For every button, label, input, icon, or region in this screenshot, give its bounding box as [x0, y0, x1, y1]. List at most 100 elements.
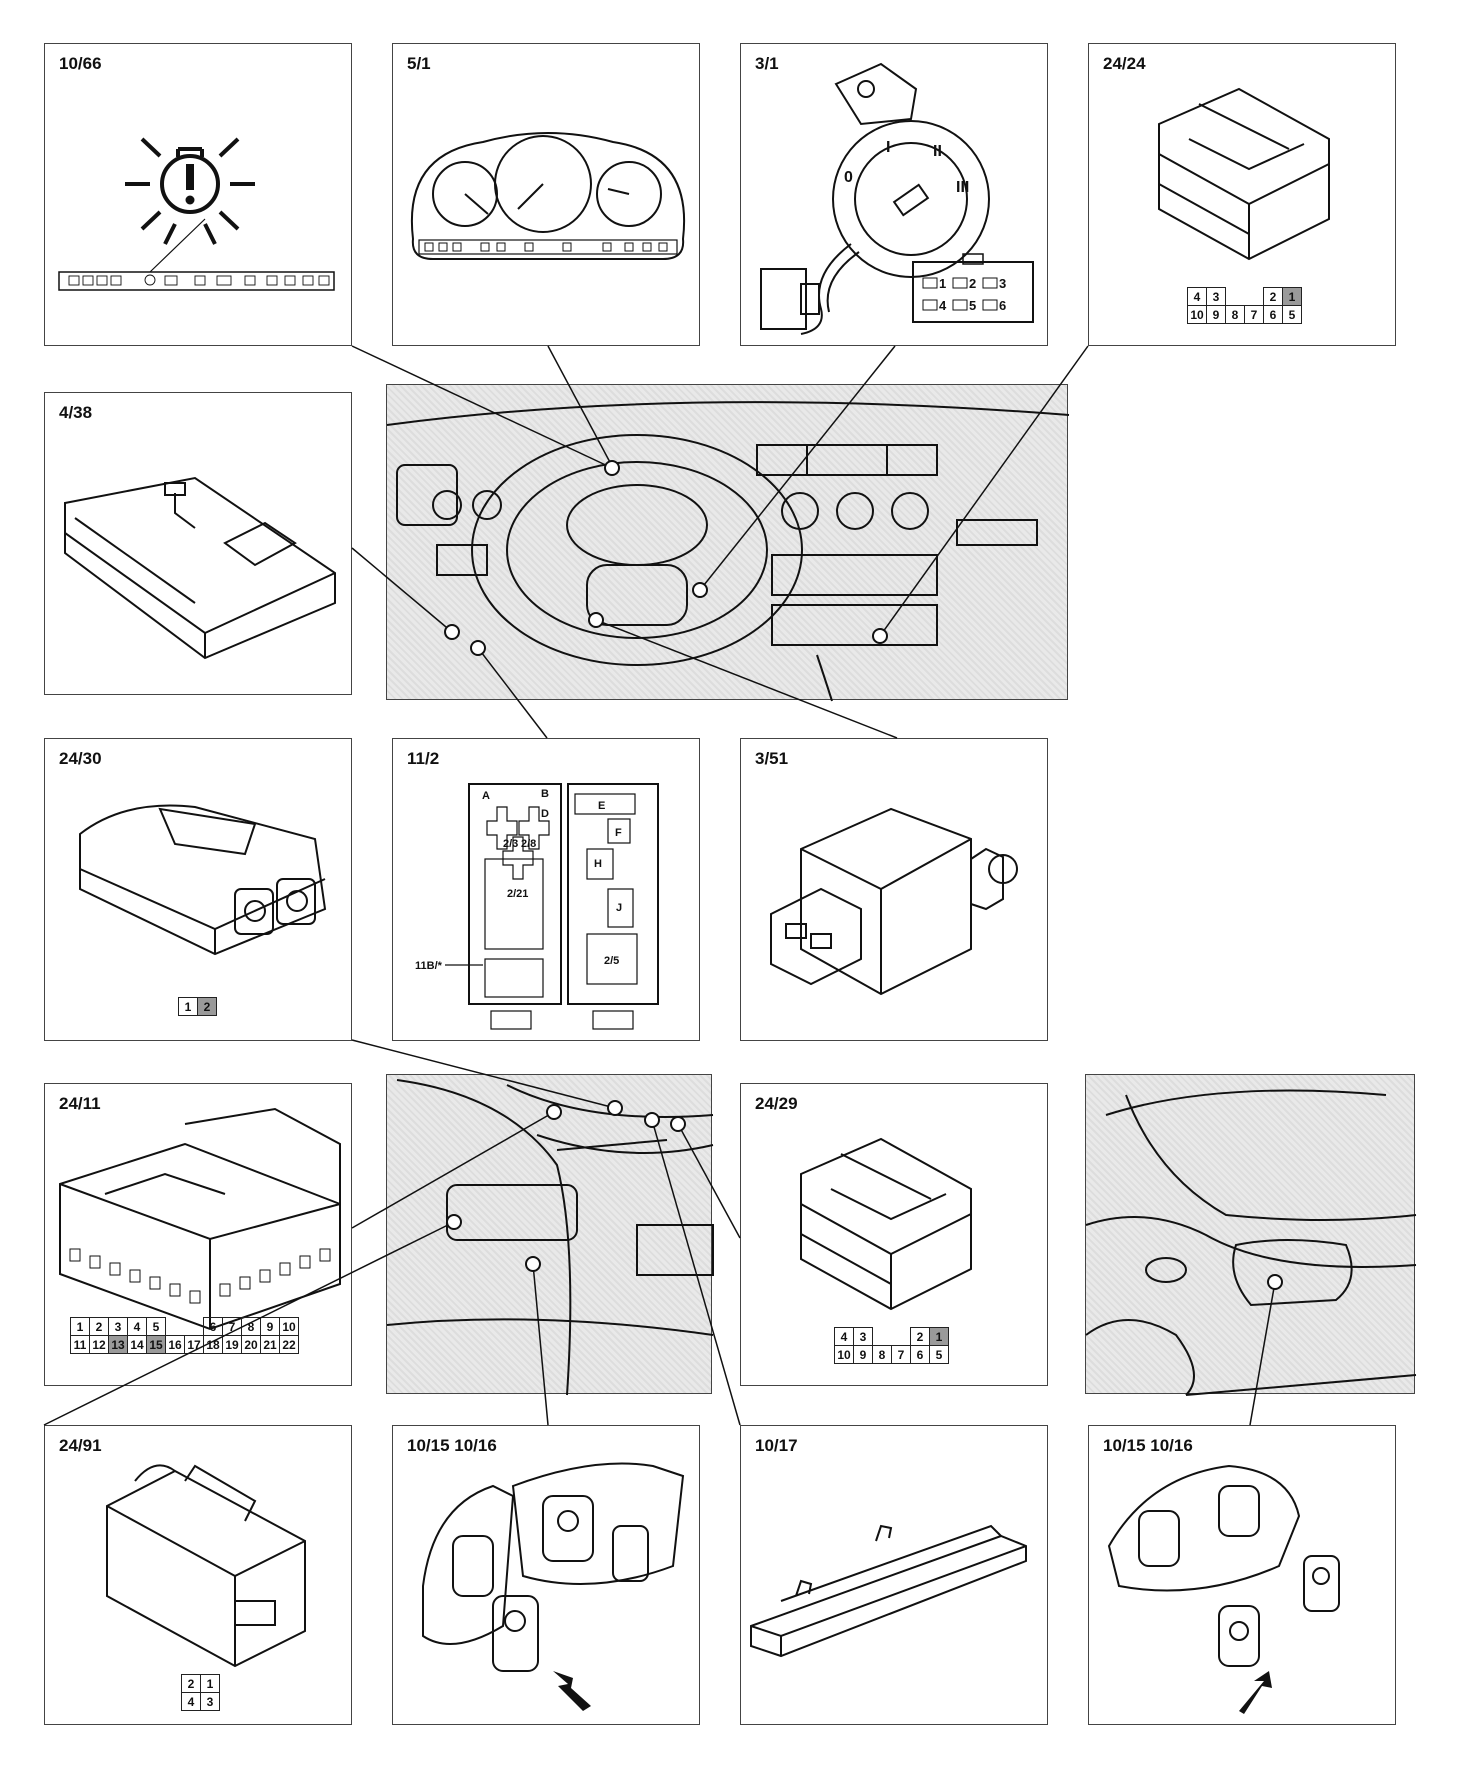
tail-lamp-holders-drawing: [422, 1462, 685, 1711]
panel-label: 4/38: [59, 403, 93, 422]
panel-24-29: 24/29 4 3 2 1 10 9 8 7 6 5: [740, 1083, 1048, 1386]
panel-10-15-10-16-right: 10/15 10/16: [1088, 1425, 1396, 1725]
pin-cell: 3: [1206, 287, 1226, 306]
ignition-pin-4: 4: [939, 298, 947, 313]
pin-cell-empty: [873, 1328, 892, 1346]
panel-10-15-10-16-left: 10/15 10/16: [392, 1425, 700, 1725]
panel-label: 24/30: [59, 749, 102, 768]
fuse-relay-box: A B D E F H J 2/3 2/8 2/21 2/5 11B/*: [415, 783, 659, 1030]
panel-label: 11/2: [407, 749, 440, 768]
fuse-label-f: F: [615, 827, 622, 839]
fuse-label-e: E: [598, 800, 605, 812]
fuse-label-a: A: [482, 790, 490, 802]
dashboard-overview-photo: [386, 384, 1070, 702]
pin-cell: 19: [222, 1335, 242, 1354]
relay-label-2-5: 2/5: [604, 955, 619, 967]
pin-cell: 5: [1282, 305, 1302, 324]
ignition-pos-ii: II: [933, 143, 942, 160]
connector-24-24-drawing: [1158, 87, 1330, 261]
pin-grid-24-30: 1 2: [178, 997, 217, 1016]
panel-label: 10/15 10/16: [1103, 1436, 1193, 1455]
pin-cell: 3: [108, 1317, 128, 1336]
pin-cell: 6: [203, 1317, 223, 1336]
pin-cell: 18: [203, 1335, 223, 1354]
pin-cell: 6: [910, 1345, 930, 1364]
pin-cell: 13: [108, 1335, 128, 1354]
pin-cell: 4: [834, 1327, 854, 1346]
instrument-cluster: [410, 132, 686, 260]
connector-24-29-drawing: [800, 1137, 972, 1311]
pin-cell: 6: [1263, 305, 1283, 324]
pin-grid-24-91: 2 1 4 3: [181, 1674, 220, 1711]
pin-cell: 1: [178, 997, 198, 1016]
panel-3-51: 3/51: [740, 738, 1048, 1041]
pin-cell: 9: [1206, 305, 1226, 324]
fuse-label-h: H: [594, 858, 602, 870]
pin-grid-24-11: 1 2 3 4 5 6 7 8 9 10 11 12 13 14 15 16 1…: [70, 1317, 299, 1354]
car-rear-photo: [1085, 1074, 1417, 1396]
connector-24-30-drawing: [79, 804, 327, 956]
fuse-label-b: B: [541, 788, 549, 800]
fuse-callout: 11B/*: [415, 960, 443, 972]
pin-cell-empty: [892, 1328, 911, 1346]
pin-cell: 14: [127, 1335, 147, 1354]
pin-cell: 20: [241, 1335, 261, 1354]
pin-cell: 2: [1263, 287, 1283, 306]
panel-24-24: 24/24 4 3 2 1 10 9 8 7 6 5: [1088, 43, 1396, 346]
pin-cell: 3: [853, 1327, 873, 1346]
pin-cell: 10: [834, 1345, 854, 1364]
pin-cell: 9: [853, 1345, 873, 1364]
pin-cell: 15: [146, 1335, 166, 1354]
pin-cell: 2: [197, 997, 217, 1016]
ignition-pos-0: 0: [844, 169, 853, 186]
pin-cell: 1: [929, 1327, 949, 1346]
panel-label: 3/1: [755, 54, 779, 73]
panel-label: 10/15 10/16: [407, 1436, 497, 1455]
ignition-pos-i: I: [886, 139, 890, 156]
pin-cell: 7: [222, 1317, 242, 1336]
pin-cell: 1: [200, 1674, 220, 1693]
pin-cell-empty: [1226, 288, 1245, 306]
relay-label-2-3: 2/3: [503, 838, 518, 850]
pin-cell: 2: [910, 1327, 930, 1346]
panel-4-38: 4/38: [44, 392, 352, 695]
pin-cell: 12: [89, 1335, 109, 1354]
panel-label: 24/29: [755, 1094, 798, 1113]
pin-cell-empty: [166, 1318, 185, 1336]
pin-cell: 17: [184, 1335, 204, 1354]
warning-lamp-symbol: [58, 137, 335, 291]
panel-label: 5/1: [407, 54, 431, 73]
ignition-pin-1: 1: [939, 276, 946, 291]
pin-cell-empty: [185, 1318, 204, 1336]
relay-label-2-8: 2/8: [521, 838, 536, 850]
pin-cell: 16: [165, 1335, 185, 1354]
panel-label: 24/24: [1103, 54, 1146, 73]
pin-cell: 3: [200, 1692, 220, 1711]
pin-cell: 4: [127, 1317, 147, 1336]
pin-grid-24-29: 4 3 2 1 10 9 8 7 6 5: [834, 1327, 949, 1364]
relay-label-2-21: 2/21: [507, 888, 528, 900]
pin-cell: 1: [70, 1317, 90, 1336]
control-module: [64, 476, 336, 660]
pin-cell-empty: [1245, 288, 1264, 306]
panel-label: 10/66: [59, 54, 102, 73]
ignition-pin-3: 3: [999, 276, 1006, 291]
panel-24-11: 24/11 1 2 3 4 5 6 7 8 9 10: [44, 1083, 352, 1386]
rear-interior-photo: [386, 1074, 714, 1396]
car-rear-drawing: [1085, 1089, 1417, 1396]
rear-interior-drawing: [386, 1079, 714, 1396]
high-mounted-brake-light: [750, 1524, 1027, 1658]
pin-cell: 11: [70, 1335, 90, 1354]
ignition-switch: 0 I II III 1 2 3 4 5 6: [760, 62, 1034, 335]
panel-10-17: 10/17: [740, 1425, 1048, 1725]
pin-cell: 7: [1244, 305, 1264, 324]
pin-cell: 7: [891, 1345, 911, 1364]
fuse-label-d: D: [541, 808, 549, 820]
pin-cell: 2: [89, 1317, 109, 1336]
pin-cell: 21: [260, 1335, 280, 1354]
ignition-pin-5: 5: [969, 298, 976, 313]
panel-5-1: 5/1: [392, 43, 700, 346]
panel-label: 24/91: [59, 1436, 102, 1455]
panel-label: 3/51: [755, 749, 789, 768]
pin-cell: 1: [1282, 287, 1302, 306]
